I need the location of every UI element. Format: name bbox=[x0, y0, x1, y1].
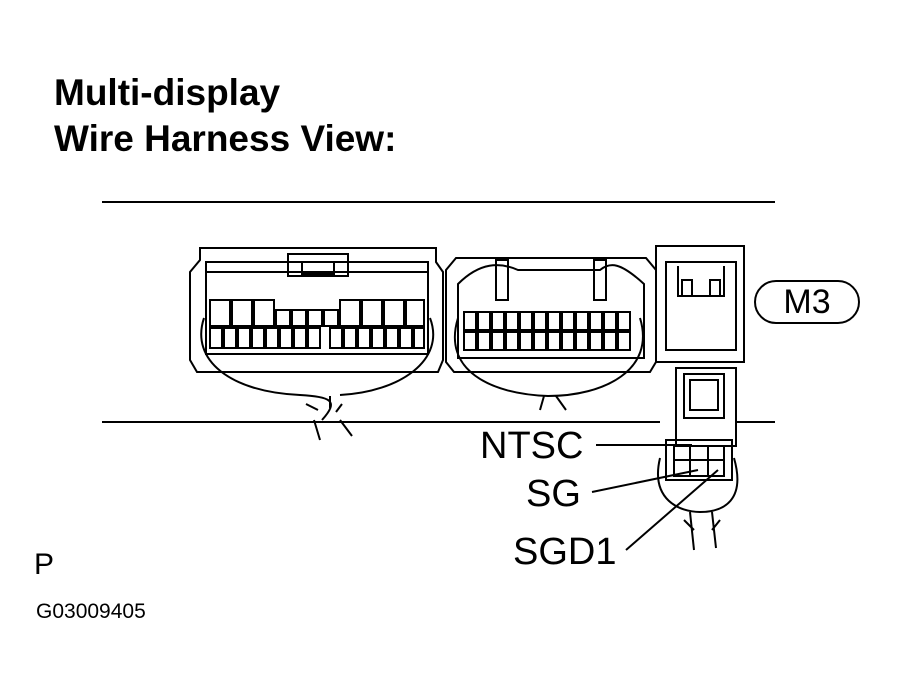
diagram-title: Multi-display Wire Harness View: bbox=[54, 70, 396, 162]
figure-id: G03009405 bbox=[36, 600, 146, 623]
connector-m3 bbox=[655, 245, 745, 551]
connector-left bbox=[189, 247, 444, 441]
view-code: P bbox=[34, 548, 55, 581]
title-line-1: Multi-display bbox=[54, 72, 281, 113]
pin-label-ntsc: NTSC bbox=[480, 425, 584, 467]
pin-label-sgd1: SGD1 bbox=[513, 531, 617, 573]
connector-id-badge: M3 bbox=[754, 280, 860, 324]
pin-label-sg: SG bbox=[526, 473, 581, 515]
connector-middle bbox=[445, 257, 657, 411]
leader-sg bbox=[591, 469, 699, 493]
title-line-2: Wire Harness View: bbox=[54, 118, 397, 159]
leader-sgd1 bbox=[625, 469, 719, 551]
